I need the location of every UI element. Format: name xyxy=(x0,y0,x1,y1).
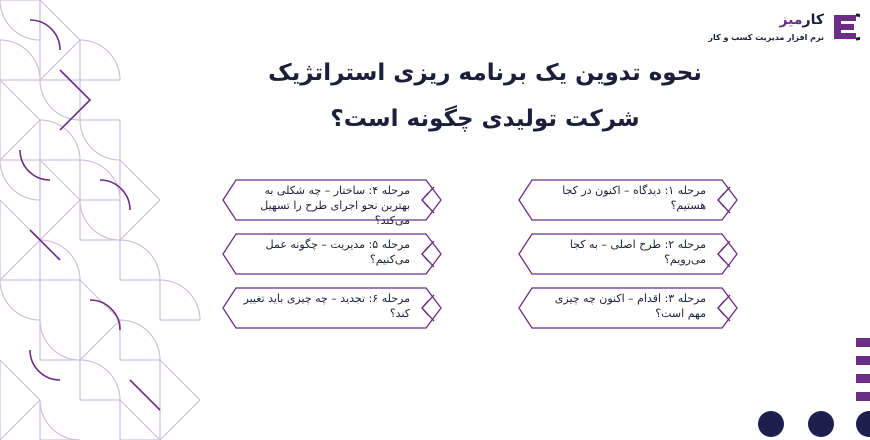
stage-card-text: مرحله ۱: دیدگاه – اکنون در کجا هستیم؟ xyxy=(562,184,706,212)
stage-card-5: مرحله ۵: مدیریت – چگونه عمل می‌کنیم؟ xyxy=(222,233,442,275)
page-title-line-2: شرکت تولیدی چگونه است؟ xyxy=(330,106,640,132)
stage-card-text: مرحله ۲: طرح اصلی – به کجا می‌رویم؟ xyxy=(569,238,706,266)
decorative-dot xyxy=(808,411,834,437)
brand-name-accent: کار xyxy=(802,12,824,28)
stage-card-text: مرحله ۶: تجدید – چه چیزی باید تغییر کند؟ xyxy=(243,292,411,320)
brand-name-rest: میز xyxy=(779,12,803,28)
stage-card-text: مرحله ۴: ساختار – چه شکلی به بهترین نحو … xyxy=(260,184,410,227)
page-title-line-1: نحوه تدوین یک برنامه ریزی استراتژیک xyxy=(268,60,702,86)
brand-mark-icon xyxy=(834,13,860,41)
stage-card-text: مرحله ۵: مدیریت – چگونه عمل می‌کنیم؟ xyxy=(265,238,410,266)
stage-arrow-shape xyxy=(222,233,442,275)
stripe xyxy=(856,392,870,401)
brand-tagline: نرم افزار مدیریت کسب و کار xyxy=(708,33,824,42)
stage-arrow-shape xyxy=(518,179,738,221)
stage-arrow-shape xyxy=(222,287,442,329)
stage-card-text: مرحله ۳: اقدام – اکنون چه چیزی مهم است؟ xyxy=(554,292,706,320)
stage-card-6: مرحله ۶: تجدید – چه چیزی باید تغییر کند؟ xyxy=(222,287,442,329)
stage-arrow-shape xyxy=(222,179,442,221)
stage-arrow-shape xyxy=(518,233,738,275)
stage-card-3: مرحله ۳: اقدام – اکنون چه چیزی مهم است؟ xyxy=(518,287,738,329)
decorative-dot xyxy=(758,411,784,437)
stage-card-4: مرحله ۴: ساختار – چه شکلی به بهترین نحو … xyxy=(222,179,442,227)
brand-logo: کارمیز نرم افزار مدیریت کسب و کار xyxy=(708,6,864,46)
decorative-stripes xyxy=(856,338,870,402)
decorative-dot xyxy=(856,411,870,437)
stage-card-2: مرحله ۲: طرح اصلی – به کجا می‌رویم؟ xyxy=(518,233,738,275)
stage-arrow-shape xyxy=(518,287,738,329)
stage-card-1: مرحله ۱: دیدگاه – اکنون در کجا هستیم؟ xyxy=(518,179,738,221)
brand-name: کارمیز xyxy=(779,12,824,28)
decorative-pattern xyxy=(0,0,201,440)
stripe xyxy=(856,374,870,383)
stripe xyxy=(856,356,870,365)
stripe xyxy=(856,338,870,347)
